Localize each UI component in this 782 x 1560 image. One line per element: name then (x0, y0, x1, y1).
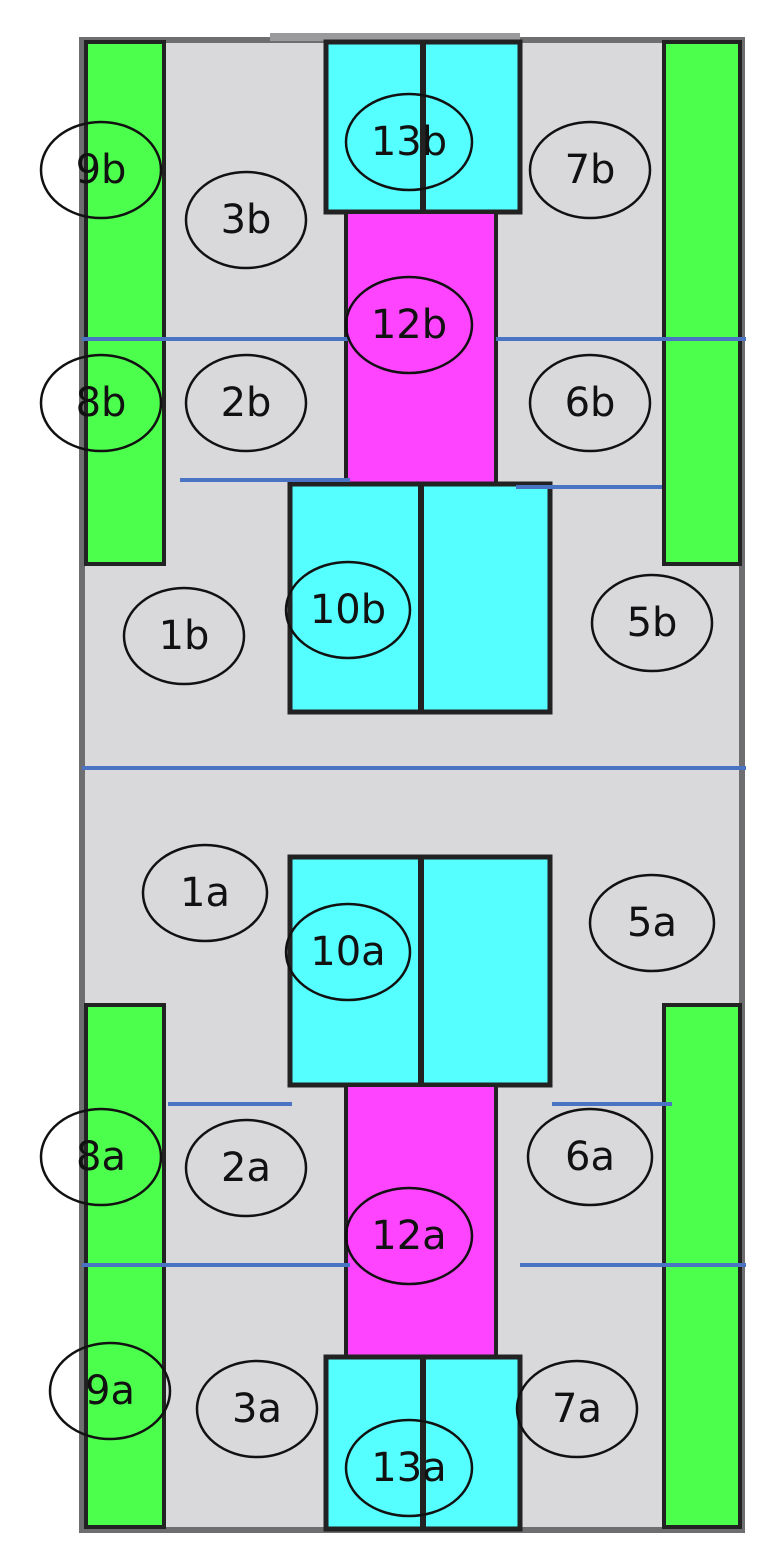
label-5b: 5b (627, 600, 678, 646)
label-circle-1b (122, 586, 246, 686)
label-6b: 6b (565, 380, 616, 426)
label-1a: 1a (180, 870, 230, 916)
label-circle-6a (526, 1107, 654, 1207)
green-bar-left-top (84, 40, 166, 566)
label-circle-5a (588, 873, 716, 973)
label-circle-3b (184, 170, 308, 270)
label-circle-13b (344, 92, 474, 192)
frame-top-edge (270, 33, 520, 41)
label-7b: 7b (565, 147, 616, 193)
label-circle-2b (184, 353, 308, 453)
label-circle-3a (195, 1359, 319, 1459)
green-bar-right-top (662, 40, 742, 566)
label-13a: 13a (371, 1445, 446, 1491)
label-9a: 9a (85, 1368, 135, 1414)
label-circle-5b (590, 573, 714, 673)
label-7a: 7a (552, 1386, 602, 1432)
label-12a: 12a (371, 1213, 446, 1259)
label-circle-13a (344, 1418, 474, 1518)
label-2a: 2a (221, 1145, 271, 1191)
label-circle-10b (284, 560, 412, 660)
label-circle-7a (515, 1359, 639, 1459)
label-circle-1a (141, 843, 269, 943)
label-circle-8b (39, 353, 163, 453)
label-2b: 2b (221, 380, 272, 426)
label-circle-9b (39, 120, 163, 220)
label-circle-6b (528, 353, 652, 453)
label-circle-10a (284, 902, 412, 1002)
label-circle-12b (344, 275, 474, 375)
label-circle-7b (528, 120, 652, 220)
magenta-column-12b (344, 210, 498, 486)
label-1b: 1b (159, 613, 210, 659)
label-8a: 8a (76, 1134, 126, 1180)
label-10a: 10a (310, 929, 385, 975)
blue-divider-lines (82, 337, 746, 1267)
label-6a: 6a (565, 1134, 615, 1180)
label-13b: 13b (371, 119, 447, 165)
label-5a: 5a (627, 900, 677, 946)
label-10b: 10b (310, 587, 386, 633)
label-circle-8a (39, 1107, 163, 1207)
label-circle-2a (184, 1118, 308, 1218)
label-3b: 3b (221, 197, 272, 243)
label-8b: 8b (76, 380, 127, 426)
label-3a: 3a (232, 1386, 282, 1432)
label-9b: 9b (76, 147, 127, 193)
label-circle-9a (48, 1341, 172, 1441)
label-12b: 12b (371, 302, 447, 348)
label-circle-12a (344, 1186, 474, 1286)
